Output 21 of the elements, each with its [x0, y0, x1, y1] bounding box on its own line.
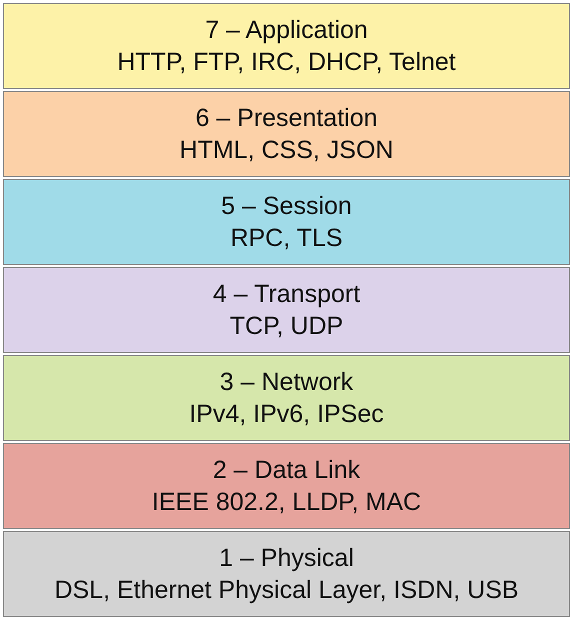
layer-title: 6 – Presentation: [195, 102, 378, 134]
protocol-list: IPv4, IPv6, IPSec: [189, 398, 384, 430]
layer-band: [3, 355, 570, 441]
layer-band: [3, 267, 570, 353]
layer-band: [3, 91, 570, 177]
layer-title: 3 – Network: [220, 366, 354, 398]
layer-title: 4 – Transport: [212, 278, 360, 310]
layer-band: [3, 179, 570, 265]
layer-title: 2 – Data Link: [212, 454, 360, 486]
protocol-list: TCP, UDP: [230, 310, 344, 342]
layer-title: 5 – Session: [221, 190, 352, 222]
layer-title: 1 – Physical: [219, 542, 354, 574]
protocol-list: HTML, CSS, JSON: [180, 134, 394, 166]
protocol-list: DSL, Ethernet Physical Layer, ISDN, USB: [54, 574, 519, 606]
protocol-list: IEEE 802.2, LLDP, MAC: [152, 486, 422, 518]
layer-band: [3, 531, 570, 617]
layer-title: 7 – Application: [205, 14, 368, 46]
layer-band: [3, 443, 570, 529]
protocol-list: RPC, TLS: [230, 222, 343, 254]
layer-band: [3, 3, 570, 89]
protocol-list: HTTP, FTP, IRC, DHCP, Telnet: [117, 46, 456, 78]
